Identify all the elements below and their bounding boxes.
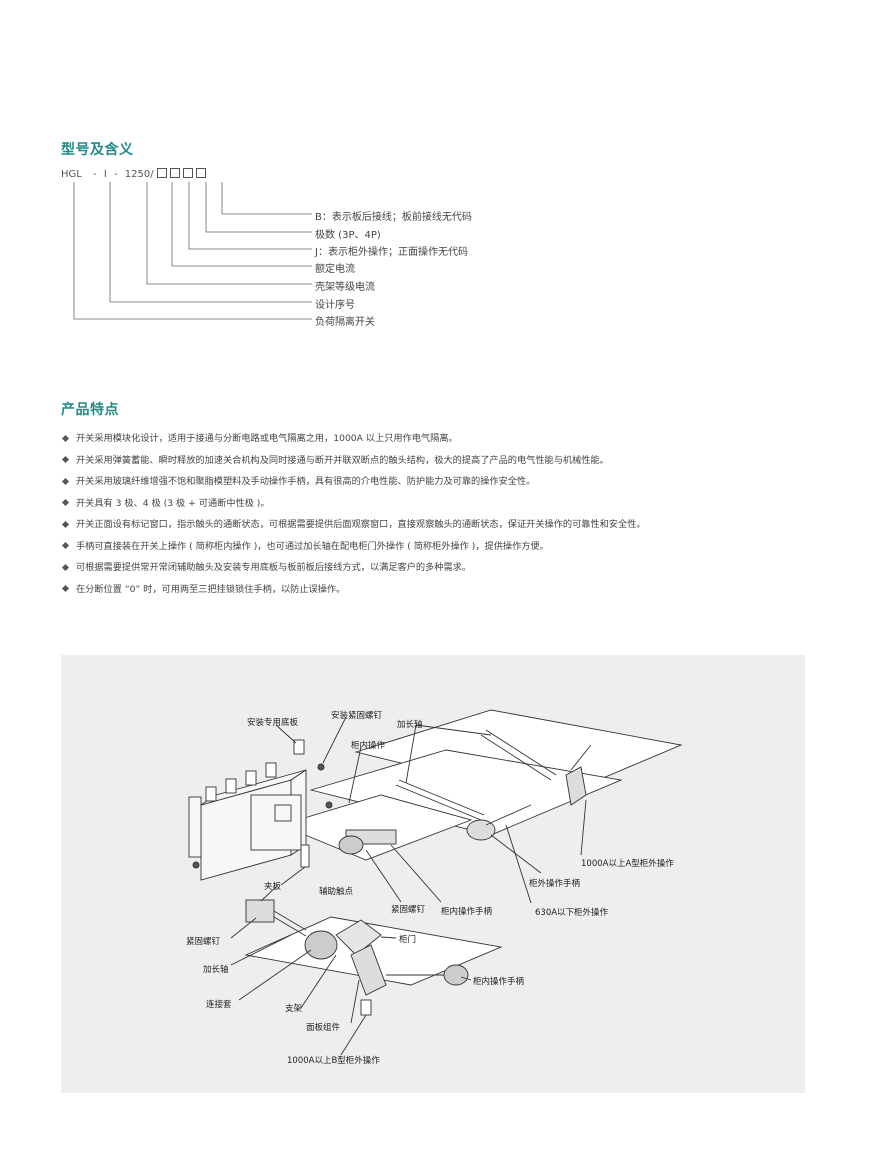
label-cabinet-door: 柜门 — [399, 935, 417, 945]
bullet-icon — [61, 541, 70, 550]
feature-item: 开关采用模块化设计，适用于接通与分断电路或电气隔离之用，1000A 以上只用作电… — [61, 428, 646, 450]
model-code: HGL - I - 1250/ — [61, 168, 209, 180]
label-panel-assembly: 面板组件 — [306, 1023, 341, 1033]
label-outer-handle: 柜外操作手柄 — [529, 879, 581, 889]
label-ext-shaft-top: 加长轴 — [397, 720, 423, 730]
code-box-poles — [182, 168, 193, 178]
legend-operation: J：表示柜外操作；正面操作无代码 — [315, 247, 468, 258]
section-title-model: 型号及含义 — [61, 142, 134, 158]
legend-wiring: B：表示板后接线；板前接线无代码 — [315, 212, 472, 223]
label-coupling: 连接套 — [206, 1000, 232, 1010]
feature-item: 开关采用玻璃纤维增强不饱和聚脂模塑料及手动操作手柄，具有很高的介电性能、防护能力… — [61, 471, 646, 493]
bullet-icon — [61, 477, 70, 485]
legend-rated-current: 额定电流 — [315, 264, 355, 275]
bullet-icon — [61, 498, 70, 507]
code-box-operation — [169, 168, 180, 178]
feature-item: 手柄可直接装在开关上操作 ( 简称柜内操作 )，也可通过加长轴在配电柜门外操作 … — [61, 536, 646, 558]
label-inner-handle-top: 柜内操作手柄 — [441, 907, 493, 917]
feature-item: 在分断位置 “0” 时，可用两至三把挂锁锁住手柄，以防止误操作。 — [61, 579, 646, 601]
label-base-plate: 安装专用底板 — [247, 718, 299, 728]
label-aux-contact: 辅助触点 — [319, 887, 354, 897]
feature-item: 可根据需要提供常开常闭辅助触头及安装专用底板与板前板后接线方式，以满足客户的多种… — [61, 557, 646, 579]
model-tree-lines — [73, 182, 312, 320]
label-tight-screw-mid: 紧固螺钉 — [391, 905, 426, 915]
bullet-icon — [61, 434, 70, 442]
model-dash: - — [113, 169, 118, 180]
label-inner-handle-bottom: 柜内操作手柄 — [473, 977, 525, 987]
feature-item: 开关正面设有标记窗口，指示触头的通断状态，可根据需要提供后面观察窗口，直接观察触… — [61, 514, 646, 536]
model-slash: / — [150, 169, 154, 180]
legend-poles: 极数 (3P、4P) — [315, 230, 381, 241]
label-type-630: 630A以下柜外操作 — [535, 908, 609, 918]
label-bracket: 支架 — [285, 1004, 303, 1014]
feature-item: 开关具有 3 极、4 极 (3 极 + 可通断中性极 )。 — [61, 493, 646, 515]
assembly-diagram: 安装专用底板 安装紧固螺钉 加长轴 柜内操作 1000A以上A型柜外操作 柜外操… — [61, 655, 805, 1093]
legend-frame-current: 壳架等级电流 — [315, 282, 375, 293]
bullet-icon — [61, 563, 70, 571]
label-type-b: 1000A以上B型柜外操作 — [287, 1056, 380, 1066]
label-ext-shaft-left: 加长轴 — [203, 965, 229, 975]
label-fix-screw: 安装紧固螺钉 — [331, 711, 383, 721]
model-prefix: HGL — [61, 169, 82, 180]
bullet-icon — [61, 584, 70, 593]
label-type-a: 1000A以上A型柜外操作 — [581, 859, 674, 869]
assembly-drawing — [188, 709, 683, 1056]
bullet-icon — [61, 520, 70, 528]
feature-list: 开关采用模块化设计，适用于接通与分断电路或电气隔离之用，1000A 以上只用作电… — [61, 428, 646, 600]
bullet-icon — [61, 455, 70, 464]
model-rating: 1250 — [124, 169, 151, 180]
label-clamp-plate: 夹板 — [264, 882, 282, 892]
feature-item: 开关采用弹簧蓄能、瞬时释放的加速关合机构及同时接通与断开并联双断点的触头结构，极… — [61, 450, 646, 472]
legend-design-no: 设计序号 — [315, 300, 355, 311]
model-dash: - — [93, 169, 97, 180]
legend-switch-type: 负荷隔离开关 — [315, 317, 375, 328]
section-title-features: 产品特点 — [61, 402, 119, 418]
code-box-current — [156, 168, 167, 178]
label-inner-op: 柜内操作 — [351, 741, 386, 751]
code-box-wiring — [195, 168, 206, 178]
model-design-no: I — [103, 169, 107, 180]
label-tight-screw-left: 紧固螺钉 — [186, 937, 221, 947]
